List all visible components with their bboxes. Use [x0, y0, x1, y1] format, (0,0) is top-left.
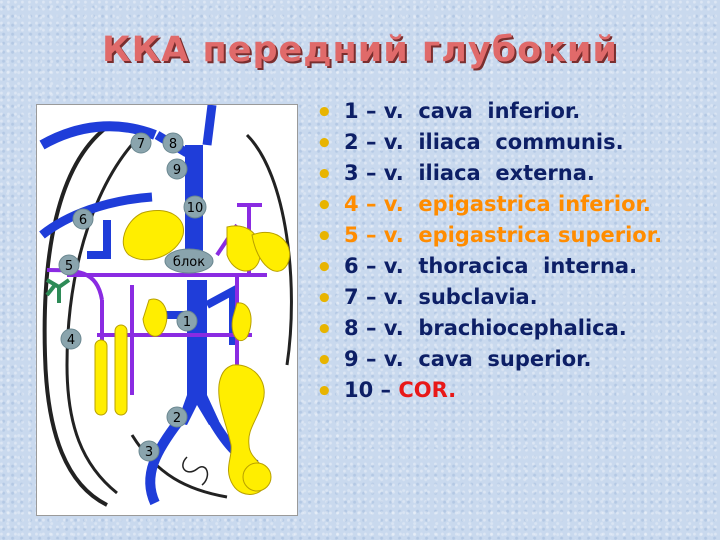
label-2-text: 2 — [173, 411, 181, 426]
thoracica-interna-vein — [39, 192, 153, 239]
legend-num: 9 — [344, 347, 359, 371]
label-9: 9 — [166, 158, 188, 180]
kidney-left — [142, 298, 168, 337]
legend-text: v. brachiocephalica. — [383, 316, 627, 340]
bullet-icon: • — [316, 253, 333, 283]
vena-cava-inferior — [187, 280, 207, 400]
bladder-yellow — [218, 364, 268, 495]
label-9-text: 9 — [173, 163, 181, 178]
iliac-vein-left — [145, 417, 183, 506]
left-ureter — [114, 324, 128, 416]
legend-num: 8 — [344, 316, 359, 340]
label-6-text: 6 — [79, 213, 87, 228]
bullet-icon: • — [316, 191, 333, 221]
venous-system-diagram: 7 8 9 10 6 5 блок 1 — [39, 105, 293, 507]
bullet-icon: • — [316, 346, 333, 376]
bullet-icon: • — [316, 129, 333, 159]
testis — [242, 462, 272, 492]
label-5-text: 5 — [65, 259, 73, 274]
legend-item-2: • 2 – v. iliaca communis. — [312, 127, 714, 159]
legend-item-9: • 9 – v. cava superior. — [312, 344, 714, 376]
bullet-icon: • — [316, 98, 333, 128]
liver — [122, 209, 184, 261]
legend-dash: – — [365, 192, 377, 216]
vena-cava-bottom — [177, 395, 219, 425]
kidney-right — [231, 302, 252, 342]
legend-num: 7 — [344, 285, 359, 309]
legend-text: v. epigastrica superior. — [383, 223, 663, 247]
legend-dash: – — [365, 223, 377, 247]
label-4-text: 4 — [67, 333, 75, 348]
legend-dash: – — [365, 99, 377, 123]
legend-num: 3 — [344, 161, 359, 185]
subclavian-vein — [39, 121, 157, 150]
legend-num: 5 — [344, 223, 359, 247]
legend-item-1: • 1 – v. cava inferior. — [312, 96, 714, 128]
right-brachiocephalic-vein — [202, 105, 217, 146]
bullet-icon: • — [316, 160, 333, 190]
label-blok-text: блок — [173, 255, 205, 270]
bullet-icon: • — [316, 222, 333, 252]
legend-text: v. subclavia. — [383, 285, 538, 309]
legend-item-4: • 4 – v. epigastrica inferior. — [312, 189, 714, 221]
anatomy-diagram: 7 8 9 10 6 5 блок 1 — [36, 104, 298, 516]
bullet-icon: • — [316, 315, 333, 345]
legend-item-8: • 8 – v. brachiocephalica. — [312, 313, 714, 345]
legend-item-5: • 5 – v. epigastrica superior. — [312, 220, 714, 252]
legend-dash: – — [365, 316, 377, 340]
label-1-text: 1 — [183, 315, 191, 330]
legend-num: 10 — [344, 378, 374, 402]
slide-title: ККА передний глубокий — [102, 30, 618, 70]
legend-dash: – — [380, 378, 392, 402]
green-branches — [45, 278, 71, 303]
legend-text: v. cava superior. — [383, 347, 592, 371]
legend-text: v. epigastrica inferior. — [383, 192, 651, 216]
legend-item-3: • 3 – v. iliaca externa. — [312, 158, 714, 190]
legend-dash: – — [365, 285, 377, 309]
legend-item-10: • 10 – COR. — [312, 375, 714, 407]
legend-dash: – — [365, 254, 377, 278]
right-tube — [94, 339, 108, 416]
spleen — [251, 231, 290, 272]
legend-text: v. cava inferior. — [383, 99, 581, 123]
outer-dark-curve — [42, 125, 109, 507]
bullet-icon: • — [316, 284, 333, 314]
label-3-text: 3 — [145, 445, 153, 460]
bullet-icon: • — [316, 377, 333, 407]
label-blok: блок — [164, 248, 214, 274]
label-5: 5 — [58, 254, 80, 276]
legend-text: v. thoracica interna. — [383, 254, 638, 278]
label-3: 3 — [138, 440, 160, 462]
label-1: 1 — [176, 310, 198, 332]
label-8: 8 — [162, 132, 184, 154]
label-7-text: 7 — [137, 137, 145, 152]
legend-item-6: • 6 – v. thoracica interna. — [312, 251, 714, 283]
legend-text: v. iliaca communis. — [383, 130, 624, 154]
lymph-loop — [182, 456, 209, 486]
label-6: 6 — [72, 208, 94, 230]
epigastric-vein-left — [87, 220, 111, 259]
legend-dash: – — [365, 130, 377, 154]
legend-text: v. iliaca externa. — [383, 161, 595, 185]
legend-dash: – — [365, 161, 377, 185]
legend-num: 6 — [344, 254, 359, 278]
legend-num: 4 — [344, 192, 359, 216]
legend-text: COR. — [398, 378, 457, 402]
legend-num: 2 — [344, 130, 359, 154]
legend-item-7: • 7 – v. subclavia. — [312, 282, 714, 314]
legend-num: 1 — [344, 99, 359, 123]
legend-dash: – — [365, 347, 377, 371]
label-10-text: 10 — [187, 201, 204, 216]
label-8-text: 8 — [169, 137, 177, 152]
label-10: 10 — [183, 195, 207, 219]
yellow-organs — [94, 209, 290, 495]
label-4: 4 — [60, 328, 82, 350]
right-dark-curve — [245, 133, 293, 366]
legend-list: • 1 – v. cava inferior. • 2 – v. iliaca co… — [312, 96, 714, 407]
label-2: 2 — [166, 406, 188, 428]
label-7: 7 — [130, 132, 152, 154]
